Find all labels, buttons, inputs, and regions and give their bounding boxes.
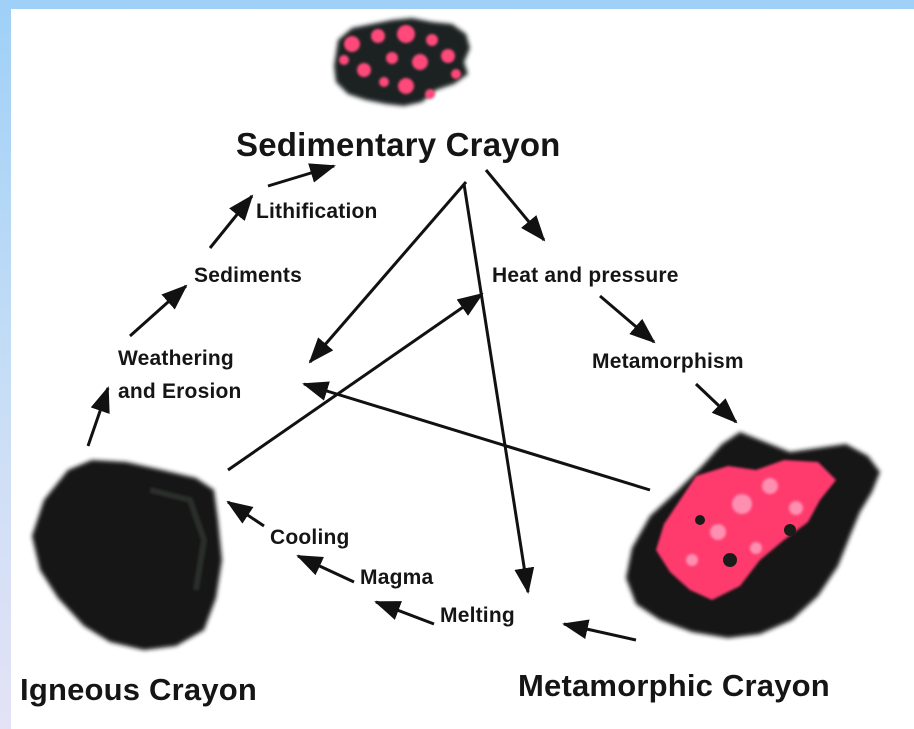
arrow-metamorphism-to-metamorphic	[696, 384, 736, 422]
arrow-metamorphic-to-melting	[564, 624, 636, 640]
arrow-sedimentary-to-melting	[464, 184, 528, 592]
arrow-weathering-to-sediments	[130, 286, 186, 336]
metamorphic-crayon-label: Metamorphic Crayon	[518, 668, 830, 704]
sedimentary-crayon-image	[334, 18, 470, 106]
weathering-label-line1: Weathering	[118, 342, 242, 375]
arrow-magma-to-cooling	[298, 556, 354, 582]
weathering-label-line2: and Erosion	[118, 375, 242, 408]
arrow-igneous-to-weathering	[88, 388, 108, 446]
arrow-igneous-to-heat	[228, 294, 482, 470]
arrow-heat-to-metamorphism	[600, 296, 654, 342]
metamorphism-label: Metamorphism	[592, 350, 744, 374]
arrow-cooling-to-igneous	[228, 502, 264, 526]
melting-label: Melting	[440, 604, 515, 628]
igneous-crayon-label: Igneous Crayon	[20, 672, 257, 708]
igneous-crayon-image	[32, 460, 222, 650]
arrow-melting-to-magma	[376, 602, 434, 624]
arrow-lithification-to-sedimentary	[268, 166, 334, 186]
metamorphic-crayon-image	[626, 432, 880, 638]
cooling-label: Cooling	[270, 526, 350, 550]
magma-label: Magma	[360, 566, 433, 590]
heat-pressure-label: Heat and pressure	[492, 264, 679, 288]
arrow-sediments-to-lithification	[210, 196, 252, 248]
sedimentary-crayon-label: Sedimentary Crayon	[236, 126, 561, 164]
weathering-erosion-label: Weathering and Erosion	[118, 342, 242, 408]
sediments-label: Sediments	[194, 264, 302, 288]
arrow-metamorphic-to-weathering	[304, 384, 650, 490]
lithification-label: Lithification	[256, 200, 378, 224]
arrow-sedimentary-to-heat	[486, 170, 544, 240]
